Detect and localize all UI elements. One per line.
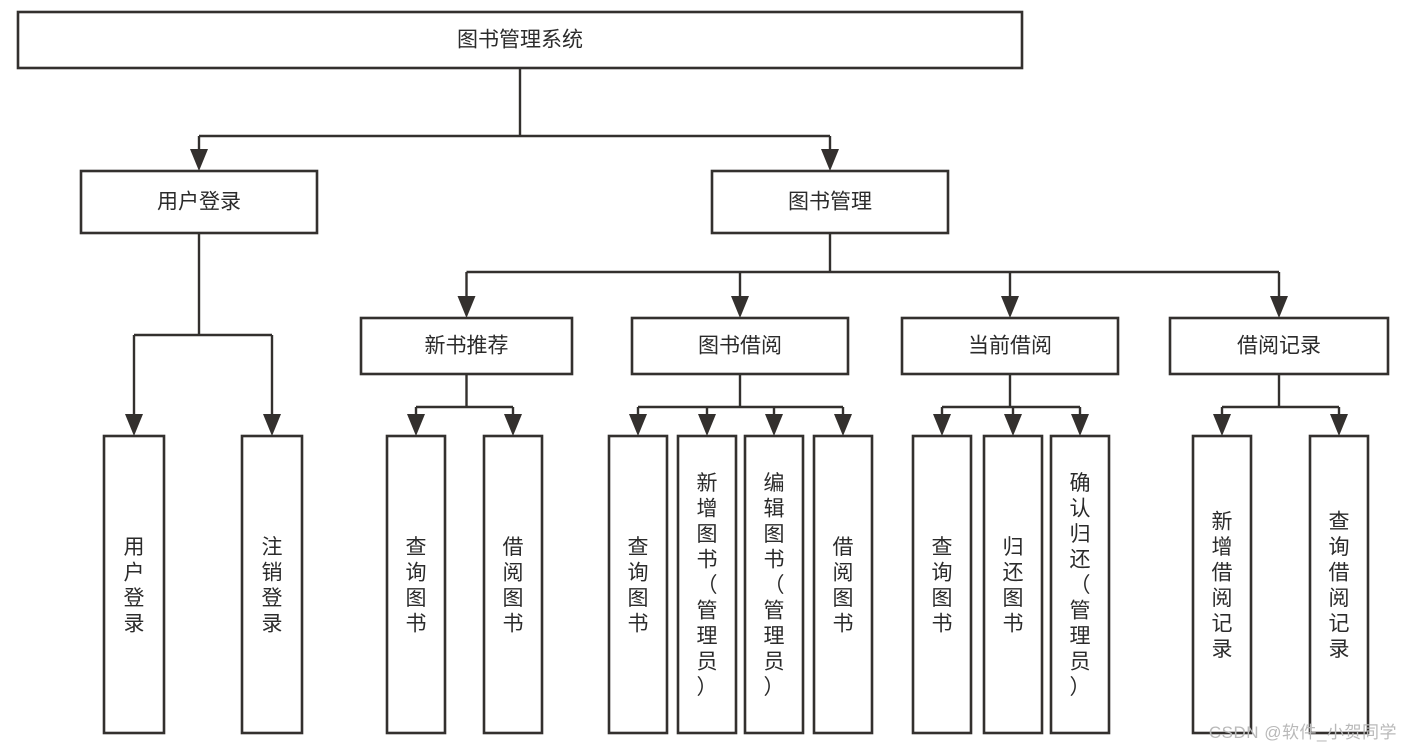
node-label: 新增借阅记录 bbox=[1212, 510, 1233, 661]
node-label: 查询图书 bbox=[932, 536, 953, 636]
arrow-head-icon bbox=[765, 414, 783, 436]
arrow-head-icon bbox=[1213, 414, 1231, 436]
node-label: 新书推荐 bbox=[425, 335, 509, 358]
connector-edges bbox=[125, 68, 1348, 436]
node-leaf-query-borrow-record[interactable]: 查询借阅记录 bbox=[1308, 434, 1370, 735]
node-leaf-query-book-rec[interactable]: 查询图书 bbox=[385, 434, 447, 735]
arrow-head-icon bbox=[125, 414, 143, 436]
arrow-head-icon bbox=[1270, 296, 1288, 318]
arrow-head-icon bbox=[1330, 414, 1348, 436]
node-leaf-borrow-book-rec[interactable]: 借阅图书 bbox=[482, 434, 544, 735]
node-new-book-recommend[interactable]: 新书推荐 bbox=[359, 316, 574, 376]
node-label: 查询借阅记录 bbox=[1329, 510, 1350, 661]
arrow-head-icon bbox=[263, 414, 281, 436]
node-label: 归还图书 bbox=[1003, 536, 1024, 636]
node-root-book-management-system[interactable]: 图书管理系统 bbox=[16, 10, 1024, 70]
node-borrow-record[interactable]: 借阅记录 bbox=[1168, 316, 1390, 376]
node-leaf-return-book[interactable]: 归还图书 bbox=[982, 434, 1044, 735]
node-label: 图书管理 bbox=[788, 191, 872, 214]
arrow-head-icon bbox=[457, 296, 476, 318]
node-label: 当前借阅 bbox=[968, 335, 1052, 358]
arrow-head-icon bbox=[407, 414, 425, 436]
node-label: 确认归还（管理员） bbox=[1070, 472, 1091, 699]
node-label: 借阅图书 bbox=[503, 536, 524, 636]
node-book-borrow[interactable]: 图书借阅 bbox=[630, 316, 850, 376]
arrow-head-icon bbox=[821, 149, 839, 171]
node-user-login[interactable]: 用户登录 bbox=[79, 169, 319, 235]
node-book-management[interactable]: 图书管理 bbox=[710, 169, 950, 235]
arrow-head-icon bbox=[1071, 414, 1089, 436]
node-label: 编辑图书（管理员） bbox=[764, 472, 785, 699]
node-leaf-query-book-borrow[interactable]: 查询图书 bbox=[607, 434, 669, 735]
node-leaf-logout-login[interactable]: 注销登录 bbox=[240, 434, 304, 735]
node-label: 注销登录 bbox=[262, 536, 283, 636]
node-label: 图书管理系统 bbox=[457, 29, 583, 52]
node-label: 用户登录 bbox=[157, 191, 241, 214]
node-leaf-query-book-current[interactable]: 查询图书 bbox=[911, 434, 973, 735]
arrow-head-icon bbox=[834, 414, 852, 436]
node-label: 借阅图书 bbox=[833, 536, 854, 636]
node-label: 图书借阅 bbox=[698, 335, 782, 358]
node-label: 借阅记录 bbox=[1237, 335, 1321, 358]
node-label: 新增图书（管理员） bbox=[697, 472, 718, 699]
node-leaf-borrow-book[interactable]: 借阅图书 bbox=[812, 434, 874, 735]
arrow-head-icon bbox=[731, 296, 749, 318]
node-leaf-user-login[interactable]: 用户登录 bbox=[102, 434, 166, 735]
node-boxes: 图书管理系统用户登录图书管理新书推荐图书借阅当前借阅借阅记录用户登录注销登录查询… bbox=[16, 10, 1390, 735]
arrow-head-icon bbox=[1001, 296, 1019, 318]
arrow-head-icon bbox=[629, 414, 647, 436]
node-leaf-add-borrow-record[interactable]: 新增借阅记录 bbox=[1191, 434, 1253, 735]
node-current-borrow[interactable]: 当前借阅 bbox=[900, 316, 1120, 376]
node-leaf-confirm-return-admin[interactable]: 确认归还（管理员） bbox=[1049, 434, 1111, 735]
arrow-head-icon bbox=[933, 414, 951, 436]
node-label: 查询图书 bbox=[628, 536, 649, 636]
node-label: 查询图书 bbox=[406, 536, 427, 636]
node-leaf-edit-book-admin[interactable]: 编辑图书（管理员） bbox=[743, 434, 805, 735]
arrow-head-icon bbox=[504, 414, 522, 436]
node-label: 用户登录 bbox=[124, 536, 145, 636]
arrow-head-icon bbox=[698, 414, 716, 436]
arrow-head-icon bbox=[190, 149, 208, 171]
arrow-head-icon bbox=[1004, 414, 1022, 436]
node-leaf-add-book-admin[interactable]: 新增图书（管理员） bbox=[676, 434, 738, 735]
